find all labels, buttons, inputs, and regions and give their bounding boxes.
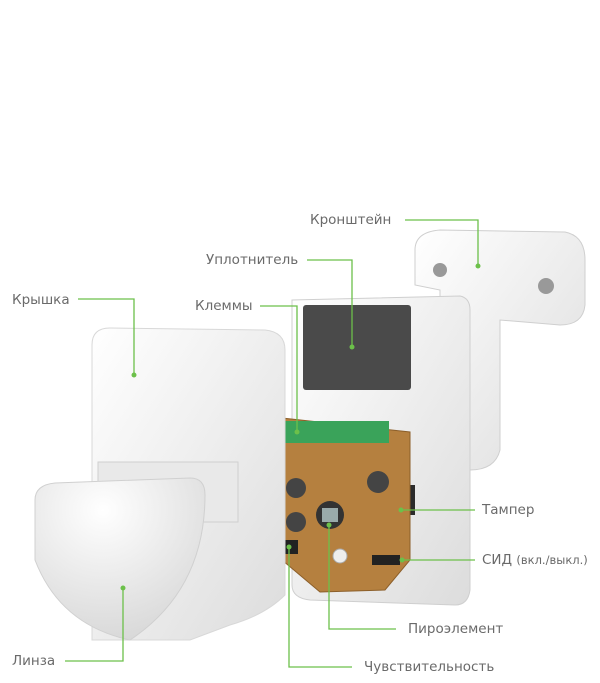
terminal-block	[284, 421, 389, 443]
leader-lens	[65, 588, 124, 662]
label-seal: Уплотнитель	[206, 252, 299, 268]
leader-lines	[65, 219, 479, 668]
label-pyro: Пироэлемент	[408, 621, 504, 637]
label-sensitivity: Чувствительность	[364, 659, 495, 675]
leader-sensitivity	[288, 547, 352, 668]
leader-pyro	[328, 525, 396, 630]
label-bracket: Кронштейн	[310, 212, 392, 228]
leader-bracket	[405, 219, 479, 266]
leader-dots	[120, 263, 481, 591]
lens-part	[34, 477, 206, 641]
label-cover: Крышка	[12, 292, 70, 308]
label-tamper: Тампер	[482, 502, 535, 518]
label-led: СИД (вкл./выкл.)	[482, 552, 588, 568]
label-led-text: СИД	[482, 552, 513, 568]
pcb-board	[281, 417, 411, 593]
label-terminals: Клеммы	[195, 298, 253, 314]
leader-cover	[78, 298, 135, 375]
leader-terminals	[260, 305, 298, 432]
foam-seal	[303, 305, 411, 390]
label-lens: Линза	[12, 653, 56, 669]
leader-seal	[307, 259, 353, 347]
label-led-note: (вкл./выкл.)	[516, 553, 588, 567]
